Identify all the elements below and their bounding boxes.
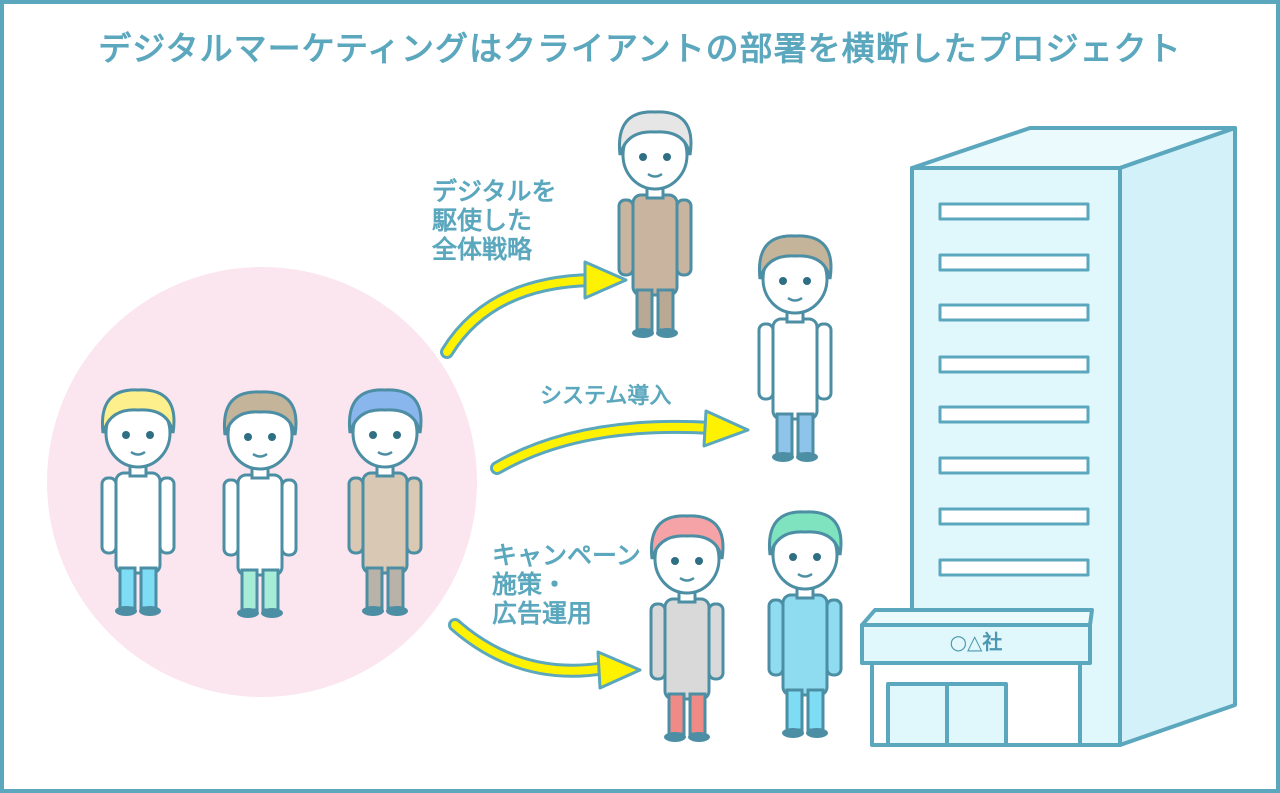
page-title: デジタルマーケティングはクライアントの部署を横断したプロジェクト	[98, 29, 1182, 68]
arrow-strategy	[440, 260, 628, 359]
label-strategy: デジタルを 駆使した 全体戦略	[432, 177, 557, 264]
building-sign: ○△社	[949, 630, 1003, 654]
building	[860, 126, 1237, 747]
label-system: システム導入	[540, 384, 672, 409]
arrow-campaign	[448, 618, 642, 690]
arrow-system	[490, 409, 750, 475]
label-campaign: キャンペーン 施策・ 広告運用	[492, 541, 641, 628]
